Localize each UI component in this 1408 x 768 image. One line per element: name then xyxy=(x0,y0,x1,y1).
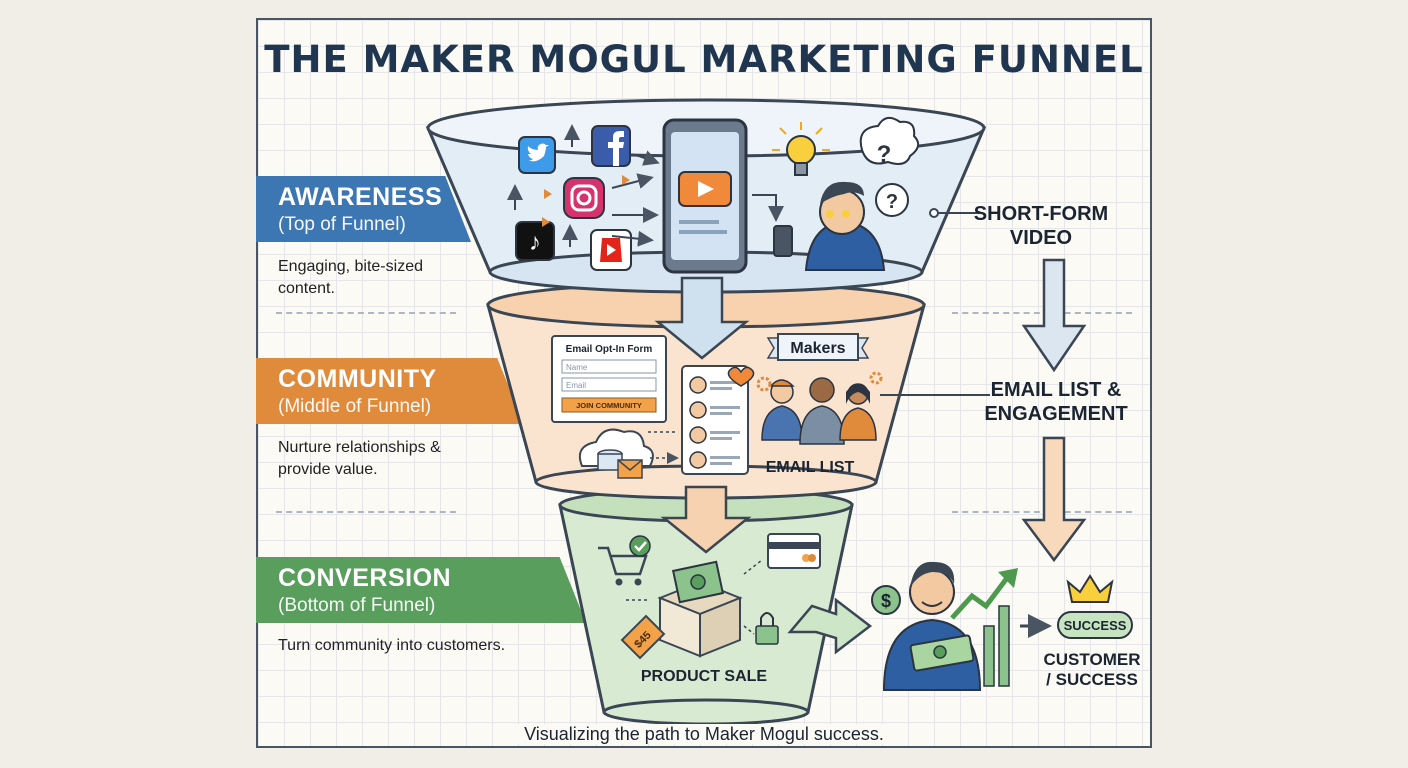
form-title: Email Opt-In Form xyxy=(566,344,653,355)
stage-name: COMMUNITY xyxy=(278,365,437,393)
label-line: / SUCCESS xyxy=(1046,670,1138,689)
right-flow-arrow xyxy=(1021,436,1087,563)
funnel-down-arrow xyxy=(660,485,752,554)
box-icon xyxy=(657,560,743,658)
shopping-cart-icon xyxy=(598,535,651,586)
separator-line xyxy=(276,312,456,314)
question-bubble-icon: ? ? xyxy=(859,116,920,217)
svg-text:?: ? xyxy=(886,191,898,213)
growth-chart-icon xyxy=(950,568,1018,687)
email-list-card xyxy=(681,365,749,475)
flow-arrows xyxy=(626,559,763,635)
shorts-icon xyxy=(590,229,632,271)
smartphone-icon xyxy=(662,118,748,274)
facebook-icon xyxy=(591,125,631,167)
product-sale-label: PRODUCT SALE xyxy=(641,668,768,685)
twitter-icon xyxy=(518,136,556,174)
label-email-engagement: EMAIL LIST & ENGAGEMENT xyxy=(978,378,1134,426)
svg-text:?: ? xyxy=(877,141,892,168)
heart-icon xyxy=(727,366,755,387)
email-opt-in-form: Email Opt-In Form Name Email JOIN COMMUN… xyxy=(551,335,667,423)
lock-icon xyxy=(755,612,779,645)
stage-banner-awareness: AWARENESS (Top of Funnel) xyxy=(256,176,471,242)
email-list-label: EMAIL LIST xyxy=(766,459,855,476)
right-flow-arrow xyxy=(1021,258,1087,373)
label-customer-success: CUSTOMER / SUCCESS xyxy=(1036,650,1148,690)
dollar-coin-icon: $ xyxy=(871,585,901,615)
svg-text:♪: ♪ xyxy=(529,229,541,256)
separator-line xyxy=(952,511,1132,513)
tiktok-icon: ♪ xyxy=(515,221,555,261)
success-badge: SUCCESS xyxy=(1057,611,1133,639)
label-line: SHORT-FORM xyxy=(973,203,1109,225)
separator-line xyxy=(276,511,456,513)
form-name-placeholder: Name xyxy=(566,363,588,372)
connector-dot xyxy=(929,208,939,218)
flow-arrow xyxy=(752,194,784,222)
instagram-icon xyxy=(563,177,605,219)
envelope-icon xyxy=(617,459,643,479)
stage-banner-community: COMMUNITY (Middle of Funnel) xyxy=(256,358,524,424)
makers-group xyxy=(761,377,877,445)
success-label: SUCCESS xyxy=(1064,618,1127,633)
makers-label: Makers xyxy=(790,340,845,357)
caption-text: Visualizing the path to Maker Mogul succ… xyxy=(516,724,892,744)
separator-line xyxy=(952,312,1132,314)
label-line: CUSTOMER xyxy=(1043,650,1141,669)
label-short-form-video: SHORT-FORM VIDEO xyxy=(972,202,1110,250)
stage-subtitle: (Middle of Funnel) xyxy=(278,396,432,417)
label-line: VIDEO xyxy=(1009,227,1073,249)
label-line: ENGAGEMENT xyxy=(984,403,1128,425)
customer-person xyxy=(882,561,982,691)
diagram-caption: Visualizing the path to Maker Mogul succ… xyxy=(256,724,1152,745)
crown-icon xyxy=(1066,574,1114,603)
diagram-title: THE MAKER MOGUL MARKETING FUNNEL xyxy=(264,38,1144,81)
makers-banner: Makers xyxy=(766,333,870,361)
gear-icon xyxy=(756,371,883,392)
stage-name: AWARENESS xyxy=(278,183,443,211)
form-join-button: JOIN COMMUNITY xyxy=(576,401,642,410)
label-line: EMAIL LIST & xyxy=(990,379,1122,401)
stage-description-conversion: Turn community into customers. xyxy=(278,637,506,654)
viewer-person xyxy=(773,181,886,271)
stage-subtitle: (Top of Funnel) xyxy=(278,214,406,235)
flow-arrows xyxy=(648,431,676,458)
stage-banner-conversion: CONVERSION (Bottom of Funnel) xyxy=(256,557,586,623)
form-email-placeholder: Email xyxy=(566,381,586,390)
stage-name: CONVERSION xyxy=(278,564,452,592)
stage-subtitle: (Bottom of Funnel) xyxy=(278,595,436,616)
stage-description-community: Nurture relationships & provide value. xyxy=(278,439,441,478)
credit-card-icon xyxy=(767,533,821,569)
lightbulb-icon xyxy=(772,122,830,176)
svg-text:$: $ xyxy=(881,591,891,611)
conversion-arrow xyxy=(787,597,873,655)
funnel-down-arrow xyxy=(654,276,750,360)
price-tag: $45 xyxy=(620,614,666,660)
cloud-database-icon xyxy=(578,428,654,471)
stage-description-awareness: Engaging, bite-sized content. xyxy=(278,258,423,297)
flow-arrows xyxy=(507,124,660,247)
